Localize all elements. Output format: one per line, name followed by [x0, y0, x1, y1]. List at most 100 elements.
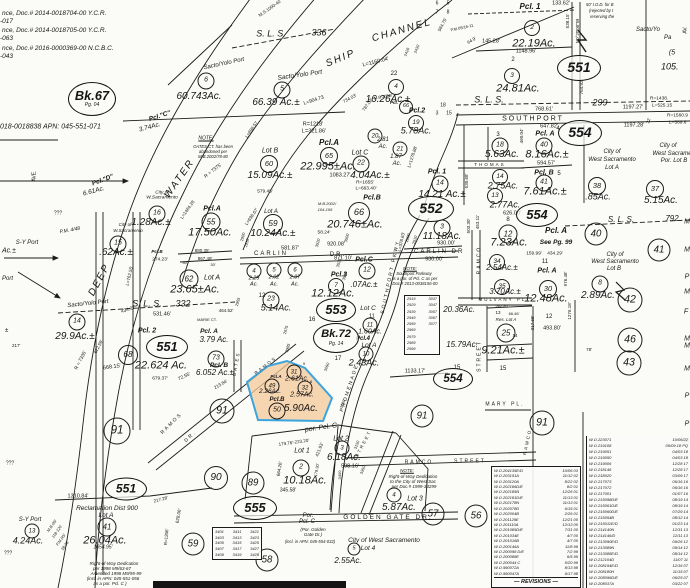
map-label: City of	[659, 143, 677, 149]
map-label: Lot A	[203, 274, 221, 282]
map-label: as a por. Pcl. C )	[93, 580, 127, 586]
map-label: 5.15Ac.	[644, 195, 678, 206]
table-cell: 09/14 12	[672, 545, 688, 550]
map-label: 8.16Ac.±	[525, 148, 569, 161]
map-label: Pcl. A	[535, 130, 555, 138]
table-cell: W.O.990072A	[494, 565, 519, 571]
table-cell: W.O.203151A	[494, 473, 519, 479]
map-label: Lot A	[605, 165, 619, 171]
parcel-circle-56: 56	[464, 504, 488, 528]
map-label: 880.35'	[194, 247, 210, 253]
book-ellipse-label: 551	[156, 338, 178, 354]
map-label: 2.89Ac.	[581, 290, 615, 301]
table-cell: 04/03 18	[672, 449, 688, 454]
map-label: 105.	[661, 61, 679, 72]
map-label: 22.624 Ac.	[134, 359, 188, 372]
table-cell: 4/7 00	[566, 538, 578, 544]
map-label: 18	[440, 102, 446, 109]
parcel-circle-11: 11	[362, 317, 378, 333]
map-label: S-Y Port	[18, 517, 42, 523]
book-ellipse-554: 554	[558, 120, 602, 146]
map-label: 66.39 Ac.±	[252, 97, 300, 108]
map-label: 159.99'	[526, 251, 542, 257]
table-cell: W.O.201085D/E	[494, 527, 523, 533]
table-cell: W.O.218020	[589, 473, 612, 478]
table-cell: W.O.215011E/D	[589, 521, 618, 526]
parcel-circle-13: 13	[487, 188, 503, 204]
map-label: Pcl.B	[151, 248, 163, 254]
table-cell: W.O.219051	[589, 449, 612, 454]
parcel-circle-25: 25	[496, 323, 516, 343]
map-label: L=569.6	[669, 120, 687, 126]
table-cell: 3405	[215, 540, 224, 546]
map-label: 493.80'	[543, 325, 561, 332]
map-label: 8	[446, 9, 450, 16]
map-label: P	[684, 392, 690, 400]
map-label: GOLDEN GATE DR.	[343, 513, 433, 521]
parcel-circle-55: 55	[201, 212, 221, 232]
table-cell: 3409	[215, 552, 224, 558]
parcel-circle-66: 66	[399, 100, 413, 114]
table-cell: 3419	[232, 552, 242, 558]
map-label: 2.55Ac.	[334, 556, 362, 565]
selected-parcel-highlight[interactable]	[245, 359, 334, 423]
table-cell: W.O.215060D/E	[589, 509, 618, 514]
table-cell: W.O.202178N	[494, 500, 520, 506]
map-label: Pcl. C	[298, 519, 316, 525]
map-label: 104-106	[317, 207, 333, 212]
table-cell: 03/22 07	[672, 581, 688, 586]
book-ellipse-label: 552	[419, 200, 443, 217]
table-cell: 3423	[250, 534, 259, 540]
parcel-circle-12: 12	[498, 224, 518, 244]
parcel-circle-35: 35	[494, 279, 510, 295]
map-label: 579.45'	[257, 189, 273, 195]
map-label: M	[684, 218, 690, 226]
map-label: Gate Dr.)	[303, 531, 323, 537]
map-label: Pa	[664, 35, 672, 41]
map-label: Pcl. A	[537, 267, 557, 275]
book-ellipse-551: 551	[146, 335, 188, 359]
map-label: 1.87	[390, 154, 402, 160]
table-cell: W.O.219006	[589, 461, 612, 466]
parcel-circle-43: 43	[616, 350, 642, 376]
map-label: West Sacramento	[591, 259, 639, 265]
table-cell: W.O.201129E	[494, 516, 519, 522]
table-cell: 8/22 02	[564, 478, 578, 484]
map-label: to the City of West Sac	[390, 478, 436, 484]
table-cell: 4/7 00	[566, 532, 578, 538]
table-cell: W.O.215054B	[589, 515, 614, 520]
parcel-circle-49: 49	[264, 378, 280, 394]
parcel-circle-6: 6	[197, 72, 215, 90]
parcel-circle-90: 90	[204, 466, 228, 490]
table-cell: 3057	[428, 309, 437, 314]
map-label: DR	[451, 249, 465, 255]
map-label: Pcl.	[389, 99, 399, 105]
map-label: Pcl. A	[200, 327, 218, 335]
map-label: 1654.95'	[93, 544, 113, 551]
table-cell: 3403	[215, 534, 224, 540]
map-label: 768.61'	[535, 106, 553, 113]
table-cell: 06/16 16	[672, 479, 688, 484]
parcel-circle-8: 8	[591, 275, 609, 293]
map-label: STREET	[454, 458, 486, 465]
table-cell: 07/29 14	[672, 509, 688, 514]
map-label: Ac.±	[2, 247, 16, 255]
table-cell: W.O.219108	[589, 443, 612, 448]
map-label: 531.46'	[153, 311, 171, 318]
map-label: is a por. of Pcl. C as per	[392, 275, 438, 281]
